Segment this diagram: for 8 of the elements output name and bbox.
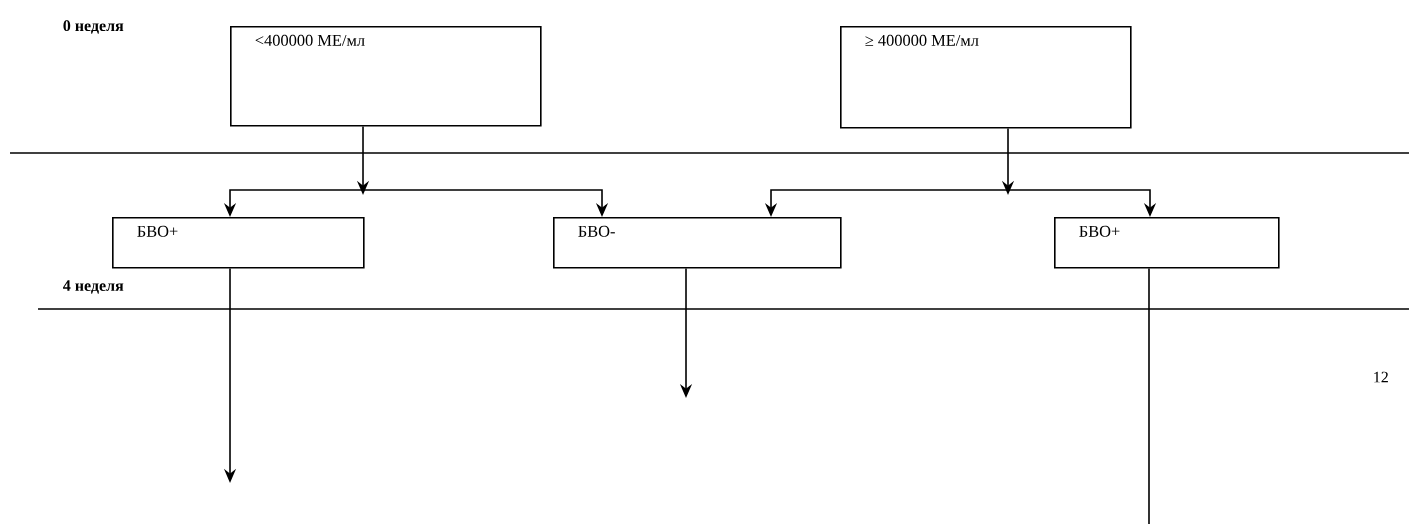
process-box: БВО- <box>553 217 842 269</box>
week-label: 4 неделя <box>63 280 124 294</box>
week-label: 0 неделя <box>63 20 124 34</box>
process-box: БВО+ <box>112 217 365 269</box>
page-number: 12 <box>1374 371 1388 383</box>
process-box: БВО+ <box>1054 217 1280 269</box>
process-box: ≥ 400000 МЕ/мл <box>840 26 1132 129</box>
process-box: <400000 МЕ/мл <box>230 26 542 127</box>
